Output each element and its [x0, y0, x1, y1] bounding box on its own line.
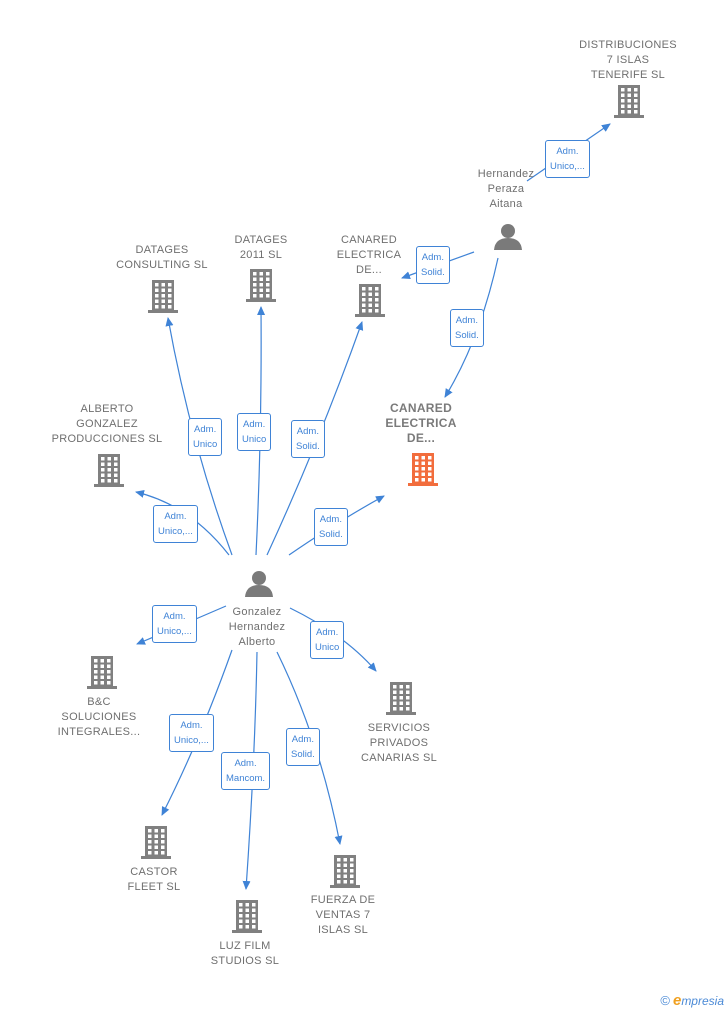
- company-icon[interactable]: [141, 826, 171, 859]
- company-icon[interactable]: [87, 656, 117, 689]
- brand-name: mpresia: [681, 994, 724, 1008]
- person-icon[interactable]: [494, 224, 522, 250]
- relation-label[interactable]: Adm. Unico,...: [545, 140, 590, 178]
- empresia-logo[interactable]: ©empresia: [660, 992, 724, 1009]
- relation-label[interactable]: Adm. Solid.: [314, 508, 348, 546]
- person-label[interactable]: Gonzalez Hernandez Alberto: [228, 606, 286, 648]
- relation-label[interactable]: Adm. Solid.: [450, 309, 484, 347]
- relation-label[interactable]: Adm. Solid.: [291, 420, 325, 458]
- company-label[interactable]: DISTRIBUCIONES 7 ISLAS TENERIFE SL: [579, 39, 677, 81]
- company-label[interactable]: CASTOR FLEET SL: [127, 866, 181, 893]
- relation-label[interactable]: Adm. Unico,...: [169, 714, 214, 752]
- relation-label[interactable]: Adm. Solid.: [416, 246, 450, 284]
- brand-initial: e: [672, 992, 682, 1009]
- company-icon[interactable]: [355, 284, 385, 317]
- copyright-symbol: ©: [660, 993, 670, 1008]
- relation-label[interactable]: Adm. Unico: [237, 413, 272, 451]
- relation-label[interactable]: Adm. Mancom.: [221, 752, 271, 790]
- relation-label[interactable]: Adm. Unico: [188, 418, 223, 456]
- company-label[interactable]: LUZ FILM STUDIOS SL: [210, 940, 280, 967]
- company-icon[interactable]: [614, 85, 644, 118]
- focus-company-icon[interactable]: [408, 453, 438, 486]
- company-label[interactable]: DATAGES CONSULTING SL: [116, 244, 208, 271]
- company-icon[interactable]: [330, 855, 360, 888]
- relation-label[interactable]: Adm. Unico,...: [152, 605, 197, 643]
- company-icon[interactable]: [386, 682, 416, 715]
- company-icon[interactable]: [148, 280, 178, 313]
- person-icon[interactable]: [245, 571, 273, 597]
- company-icon[interactable]: [232, 900, 262, 933]
- company-label[interactable]: FUERZA DE VENTAS 7 ISLAS SL: [310, 894, 376, 936]
- relation-label[interactable]: Adm. Solid.: [286, 728, 320, 766]
- company-label[interactable]: CANARED ELECTRICA DE...: [336, 234, 402, 276]
- company-label[interactable]: ALBERTO GONZALEZ PRODUCCIONES SL: [51, 403, 163, 445]
- company-icon[interactable]: [94, 454, 124, 487]
- company-label[interactable]: CANARED ELECTRICA DE...: [385, 401, 457, 445]
- company-label[interactable]: B&C SOLUCIONES INTEGRALES...: [57, 696, 141, 738]
- relation-label[interactable]: Adm. Unico,...: [153, 505, 198, 543]
- company-label[interactable]: DATAGES 2011 SL: [234, 234, 288, 261]
- company-label[interactable]: SERVICIOS PRIVADOS CANARIAS SL: [360, 722, 438, 764]
- company-icon[interactable]: [246, 269, 276, 302]
- person-label[interactable]: Hernandez Peraza Aitana: [477, 168, 535, 210]
- relation-label[interactable]: Adm. Unico: [310, 621, 345, 659]
